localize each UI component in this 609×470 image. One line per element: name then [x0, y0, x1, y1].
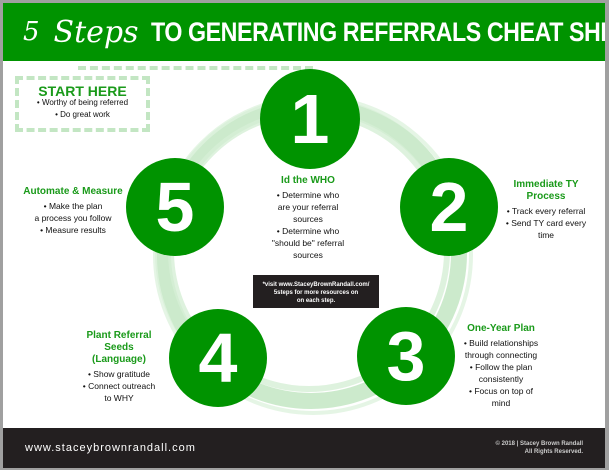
step-line: to WHY — [104, 393, 134, 403]
step-line: sources — [293, 214, 323, 224]
step-4-text: Plant Referral Seeds (Language) • Show g… — [63, 330, 175, 404]
footer-website-link[interactable]: www.staceybrownrandall.com — [25, 442, 196, 454]
step-line: • Determine who — [276, 226, 340, 236]
step-title: (Language) — [92, 354, 146, 365]
copyright-text: © 2018 | Stacey Brown Randall — [495, 441, 583, 447]
step-title: Plant Referral — [86, 330, 152, 341]
step-line: • Send TY card every — [505, 218, 587, 228]
rights-text: All Rights Reserved. — [524, 449, 583, 455]
step-3-text: One-Year Plan • Build relationships thro… — [451, 323, 551, 409]
header-banner: 5 Steps TO GENERATING REFERRALS CHEAT SH… — [3, 3, 605, 61]
step-1-circle: 1 — [260, 69, 360, 169]
step-2-circle: 2 — [400, 158, 498, 256]
decorative-dashed-line — [78, 66, 313, 70]
step-4-circle: 4 — [169, 309, 267, 407]
step-5-circle: 5 — [126, 158, 224, 256]
start-here-box — [15, 76, 150, 132]
note-line: 5steps for more resources on — [273, 290, 359, 296]
step-line: • Build relationships — [463, 338, 539, 348]
step-line: • Make the plan — [43, 201, 103, 211]
step-title: Id the WHO — [281, 175, 335, 186]
header-title: TO GENERATING REFERRALS CHEAT SHEET — [150, 16, 605, 47]
start-here-item: • Worthy of being referred — [36, 98, 129, 107]
step-title: One-Year Plan — [467, 323, 535, 334]
step-5-text: Automate & Measure • Make the plan a pro… — [13, 186, 133, 236]
step-line: are your referral — [277, 202, 339, 212]
step-title: Process — [526, 191, 566, 202]
step-line: • Show gratitude — [87, 369, 151, 379]
step-line: • Determine who — [276, 190, 340, 200]
footer-copyright: © 2018 | Stacey Brown Randall All Rights… — [496, 440, 583, 456]
start-here-item: • Do great work — [55, 110, 110, 119]
note-line: *visit www.StaceyBrownRandall.com/ — [262, 282, 370, 288]
step-line: consistently — [478, 374, 524, 384]
step-line: a process you follow — [34, 213, 112, 223]
step-line: • Track every referral — [506, 206, 586, 216]
step-line: time — [537, 230, 555, 240]
step-line: sources — [293, 250, 323, 260]
step-line: • Connect outreach — [82, 381, 156, 391]
step-title: Seeds — [104, 342, 134, 353]
note-line: on each step. — [296, 298, 336, 304]
step-line: • Measure results — [40, 225, 106, 235]
header-number: 5 — [23, 17, 40, 47]
step-line: • Focus on top of — [469, 386, 533, 396]
step-title: Immediate TY — [513, 179, 579, 190]
step-line: "should be" referral — [271, 238, 345, 248]
header-script-word: Steps — [53, 14, 139, 50]
cheat-sheet-page: 5 Steps TO GENERATING REFERRALS CHEAT SH… — [3, 3, 605, 468]
step-title: Automate & Measure — [23, 186, 123, 197]
step-line: through connecting — [464, 350, 538, 360]
start-here-title: START HERE — [38, 83, 127, 99]
resources-note: *visit www.StaceyBrownRandall.com/ 5step… — [253, 275, 379, 308]
step-line: mind — [491, 398, 511, 408]
step-line: • Follow the plan — [469, 362, 533, 372]
footer: www.staceybrownrandall.com © 2018 | Stac… — [3, 428, 605, 468]
step-3-circle: 3 — [357, 307, 455, 405]
step-1-text: Id the WHO • Determine who are your refe… — [248, 175, 368, 261]
start-here-block: START HERE • Worthy of being referred • … — [15, 83, 150, 121]
step-2-text: Immediate TY Process • Track every refer… — [491, 179, 601, 241]
